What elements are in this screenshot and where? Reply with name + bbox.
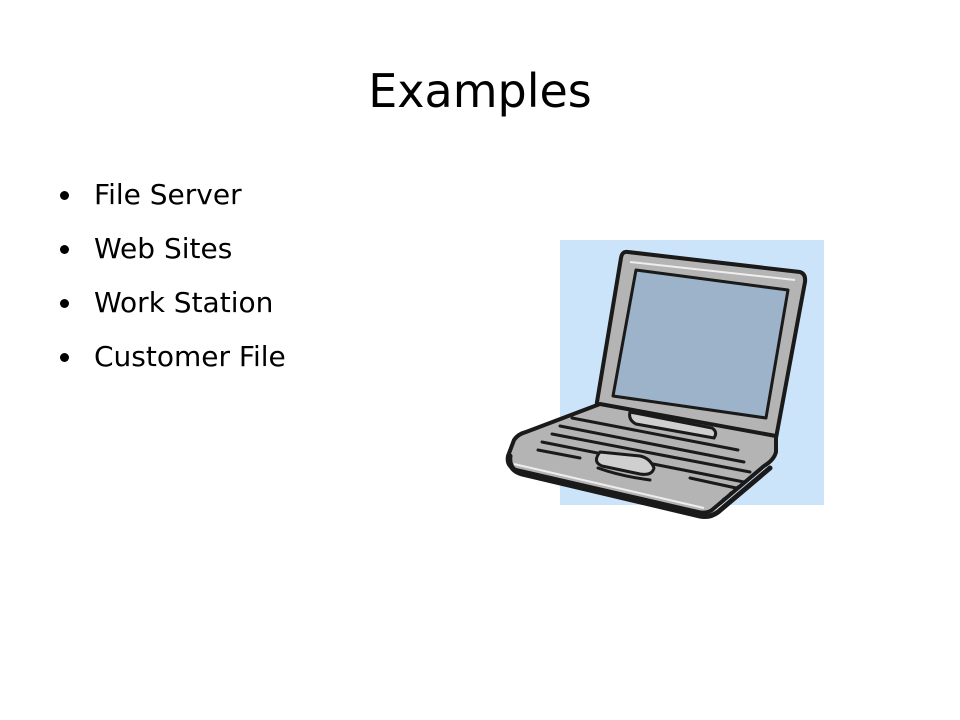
- bullet-dot-icon: [60, 245, 69, 254]
- bullet-dot-icon: [60, 353, 69, 362]
- slide-title: Examples: [368, 64, 592, 118]
- bullet-dot-icon: [60, 299, 69, 308]
- bullet-item-file-server: File Server: [58, 168, 286, 222]
- laptop-screen: [611, 268, 790, 420]
- bullet-label: Work Station: [94, 286, 274, 319]
- laptop-indicator-lights: [721, 485, 739, 503]
- bullet-label: Web Sites: [94, 232, 233, 265]
- laptop-icon: [505, 240, 824, 519]
- bullet-list: File Server Web Sites Work Station Custo…: [58, 168, 286, 384]
- bullet-label: File Server: [94, 178, 242, 211]
- bullet-item-web-sites: Web Sites: [58, 222, 286, 276]
- laptop-hinge: [628, 410, 718, 440]
- bullet-dot-icon: [60, 191, 69, 200]
- laptop-touchpad: [595, 450, 656, 476]
- bullet-label: Customer File: [94, 340, 286, 373]
- bullet-item-customer-file: Customer File: [58, 330, 286, 384]
- bullet-item-work-station: Work Station: [58, 276, 286, 330]
